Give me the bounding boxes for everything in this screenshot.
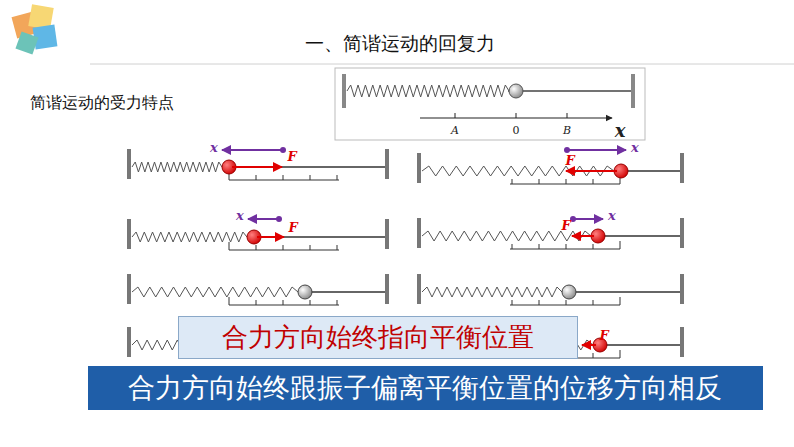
force-arrow bbox=[232, 167, 282, 168]
oscillator bbox=[127, 219, 389, 250]
figure-label: x bbox=[210, 141, 218, 156]
figure-label: B bbox=[563, 125, 571, 138]
oscillator bbox=[127, 149, 389, 180]
displacement-arrow bbox=[248, 216, 282, 222]
figure-label: x bbox=[608, 209, 616, 224]
figure-label: 0 bbox=[513, 125, 520, 138]
figure-label: F bbox=[288, 221, 297, 236]
force-arrow bbox=[582, 345, 596, 346]
displacement-arrow bbox=[222, 147, 286, 153]
displacement-arrow bbox=[570, 216, 603, 222]
spring-oscillators bbox=[127, 147, 684, 358]
figure-label: x bbox=[236, 209, 244, 224]
force-arrow bbox=[257, 237, 284, 238]
displacement-arrow bbox=[564, 147, 626, 153]
spring bbox=[347, 85, 509, 97]
figure-label: x bbox=[615, 121, 626, 142]
oscillator bbox=[127, 274, 389, 305]
header-rule bbox=[90, 64, 794, 65]
figure-label: F bbox=[565, 154, 574, 169]
oscillator bbox=[417, 153, 684, 184]
banner-box: 合力方向始终跟振子偏离平衡位置的位移方向相反 bbox=[88, 366, 763, 410]
oscillator bbox=[417, 274, 684, 305]
force-arrow bbox=[566, 171, 617, 172]
figure-label: F bbox=[561, 219, 570, 234]
figure-label: x bbox=[631, 141, 639, 156]
banner-box: 合力方向始终指向平衡位置 bbox=[178, 316, 578, 359]
banner-text: 合力方向始终指向平衡位置 bbox=[222, 320, 534, 355]
figure-label: F bbox=[287, 150, 296, 165]
figure-label: A bbox=[451, 125, 459, 138]
top-figure bbox=[335, 68, 645, 140]
figure-label: F bbox=[599, 329, 608, 344]
force-arrow bbox=[572, 236, 594, 237]
oscillator bbox=[417, 218, 684, 249]
slide-title: 一、简谐运动的回复力 bbox=[305, 33, 495, 55]
logo bbox=[12, 4, 58, 54]
banner-text: 合力方向始终跟振子偏离平衡位置的位移方向相反 bbox=[128, 370, 722, 406]
subtitle: 简谐运动的受力特点 bbox=[30, 94, 174, 112]
